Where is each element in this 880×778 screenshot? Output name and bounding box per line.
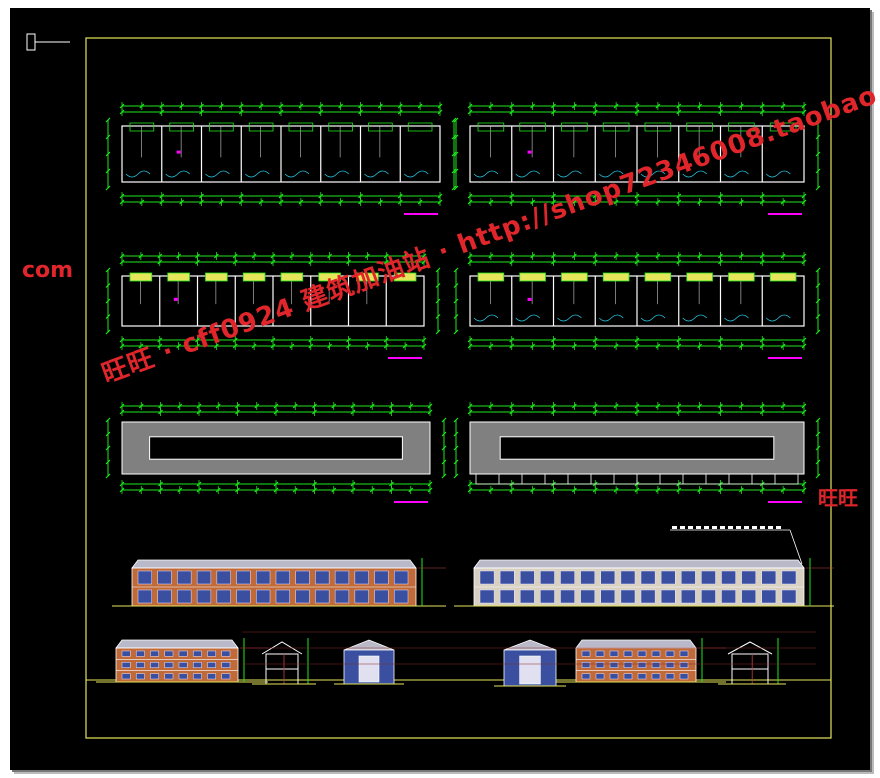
front-elevation-right xyxy=(454,558,834,607)
section-a xyxy=(252,638,316,685)
floor-plan-1-left xyxy=(105,102,457,215)
section-b xyxy=(718,638,786,685)
floor-plan-2-right xyxy=(453,252,821,359)
end-elevation-2 xyxy=(556,638,726,683)
cad-drawing-canvas xyxy=(26,33,834,739)
level-lines xyxy=(242,631,816,665)
roof-plan-left xyxy=(105,402,447,503)
floor-plan-2-left xyxy=(105,252,441,359)
floor-plan-1-right xyxy=(453,102,821,215)
rear-elevation xyxy=(96,638,268,683)
elevation-note-leader xyxy=(670,526,803,565)
cad-drawing-viewport xyxy=(10,8,870,770)
roof-plan-right xyxy=(453,402,821,503)
drawing-frame xyxy=(26,33,832,739)
end-elevation xyxy=(334,639,404,685)
side-elevation xyxy=(494,639,566,687)
front-elevation-left xyxy=(112,558,446,607)
